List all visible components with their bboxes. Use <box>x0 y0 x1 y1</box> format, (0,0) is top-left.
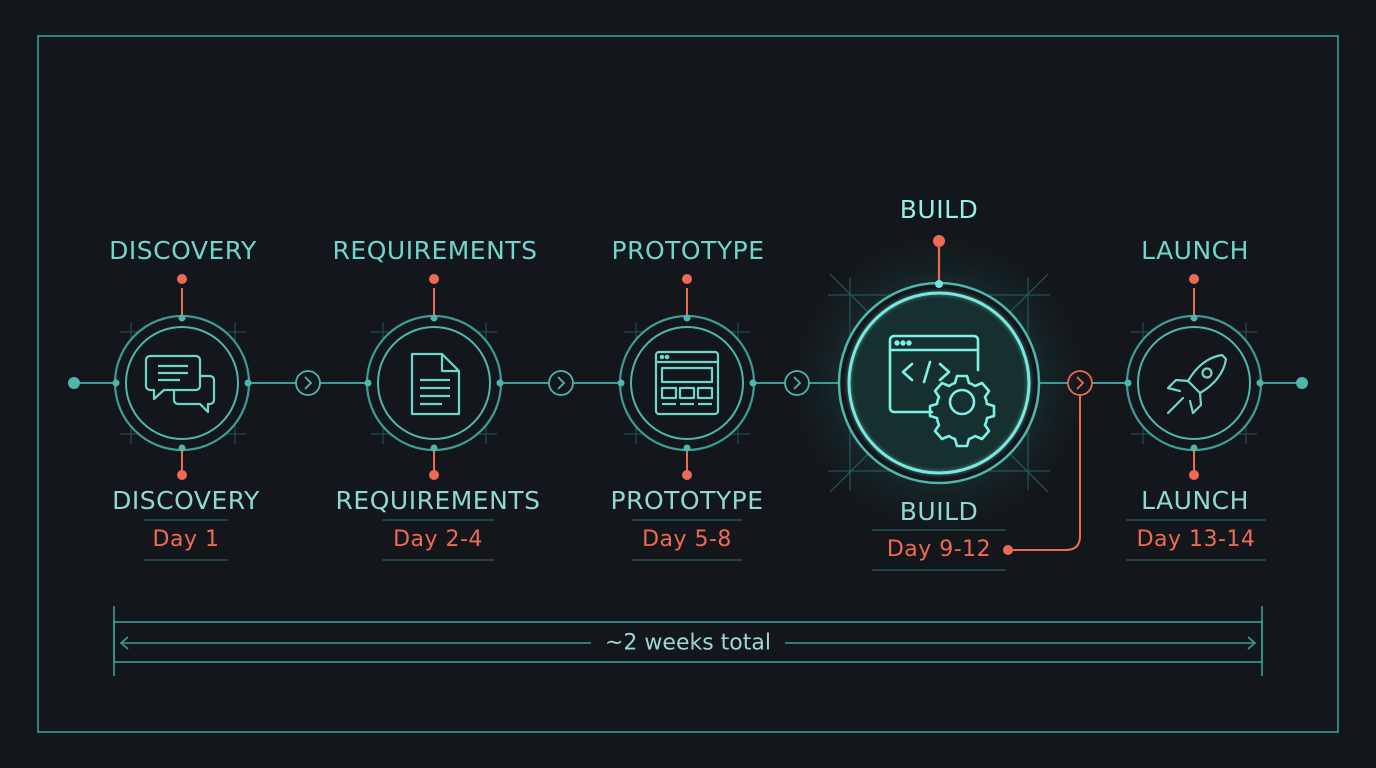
stage-prototype <box>617 274 757 480</box>
stage-build <box>789 233 1089 533</box>
stage-title-bottom: DISCOVERY <box>112 486 260 515</box>
stage-day-range: Day 2-4 <box>393 527 483 552</box>
connector-chevron <box>548 370 574 396</box>
stage-title-top: LAUNCH <box>1141 236 1249 265</box>
connector-chevron <box>295 370 321 396</box>
stage-day-range: Day 13-14 <box>1136 527 1256 552</box>
total-duration-label: ~2 weeks total <box>591 630 785 656</box>
build-callout-dot <box>1003 545 1013 555</box>
stage-title-bottom: REQUIREMENTS <box>335 486 541 515</box>
outer-frame <box>37 35 1339 733</box>
rocket-icon <box>1166 353 1228 415</box>
stage-day-range: Day 5-8 <box>642 527 732 552</box>
code-window-gear-icon <box>888 334 996 448</box>
build-callout-line <box>1008 395 1081 551</box>
timeline-start-dot <box>68 377 80 389</box>
stage-title-bottom: BUILD <box>899 497 979 526</box>
stage-title-top: DISCOVERY <box>109 236 257 265</box>
stage-title-top: BUILD <box>899 195 979 224</box>
label-underlines <box>144 519 1266 571</box>
stage-title-bottom: PROTOTYPE <box>610 486 764 515</box>
stage-requirements <box>364 274 504 480</box>
document-icon <box>410 352 461 416</box>
chat-bubbles-icon <box>144 354 216 414</box>
stage-title-top: REQUIREMENTS <box>332 236 538 265</box>
stage-title-top: PROTOTYPE <box>611 236 765 265</box>
stage-day-range: Day 1 <box>152 527 220 552</box>
stage-day-range: Day 9-12 <box>886 537 992 562</box>
stage-launch <box>1124 274 1264 480</box>
timeline-end-dot <box>1296 377 1308 389</box>
stage-discovery <box>112 274 252 480</box>
wireframe-layout-icon <box>654 350 720 416</box>
stage-title-bottom: LAUNCH <box>1141 486 1249 515</box>
